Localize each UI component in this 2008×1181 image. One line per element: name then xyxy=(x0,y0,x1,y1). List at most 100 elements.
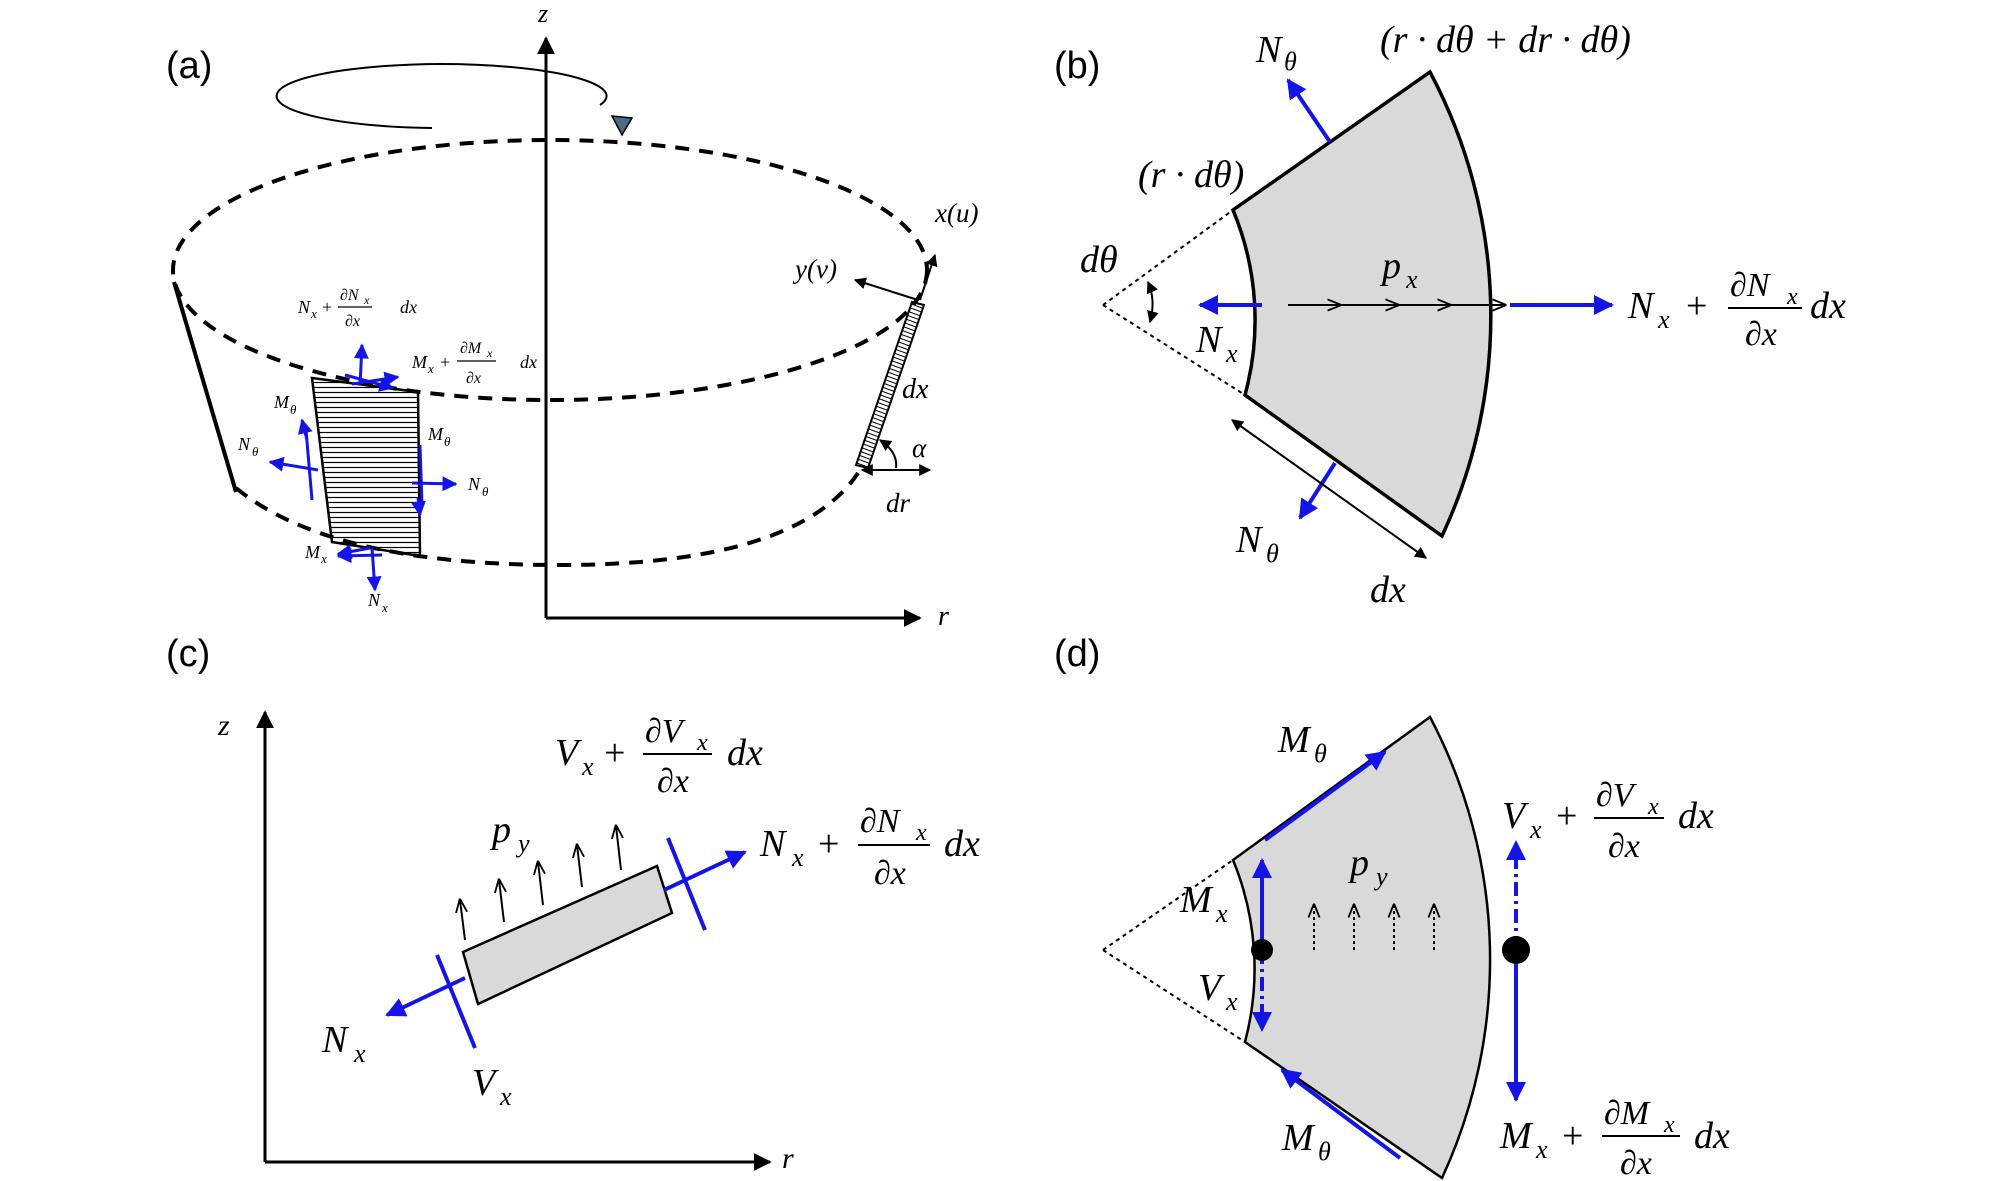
panel-d-outer-node xyxy=(1502,936,1530,964)
svg-text:M: M xyxy=(1281,1117,1316,1159)
panel-a-alpha-label: α xyxy=(912,433,927,463)
svg-text:x: x xyxy=(1225,339,1238,368)
panel-b-dx-label: dx xyxy=(1370,569,1406,611)
svg-text:x: x xyxy=(1786,284,1798,310)
svg-text:p: p xyxy=(489,809,511,851)
panel-d-mtheta-top: M θ xyxy=(1277,719,1327,768)
svg-text:x: x xyxy=(791,843,804,872)
svg-text:x: x xyxy=(1225,987,1238,1016)
panel-b-arc-outer: (r · dθ + dr · dθ) xyxy=(1380,19,1631,61)
svg-text:dx: dx xyxy=(520,352,537,372)
panel-a-z-label: z xyxy=(537,0,548,28)
svg-text:V: V xyxy=(1198,967,1225,1009)
svg-text:p: p xyxy=(1347,842,1369,884)
panel-d-apex-line-top xyxy=(1102,859,1234,951)
svg-text:M: M xyxy=(1179,879,1214,921)
svg-text:x: x xyxy=(1657,305,1670,334)
panel-b-nx-outer-expr: N x + ∂N x ∂x dx xyxy=(1627,267,1846,353)
panel-c-z-label: z xyxy=(217,709,230,742)
panel-a-yv-label: y(v) xyxy=(792,254,837,284)
svg-text:+: + xyxy=(1562,1115,1583,1157)
svg-text:x: x xyxy=(363,293,370,307)
panel-b-dtheta-arc xyxy=(1146,280,1159,324)
svg-text:dx: dx xyxy=(727,732,763,774)
panel-a-label: (a) xyxy=(166,45,212,87)
panel-c-py-label: p y xyxy=(489,809,530,858)
panel-a-mx-top-expr: M x + ∂M x ∂x dx xyxy=(411,340,537,387)
svg-text:dx: dx xyxy=(1810,285,1846,327)
svg-text:x: x xyxy=(1663,1112,1675,1138)
svg-text:M: M xyxy=(411,352,428,372)
svg-text:θ: θ xyxy=(1266,539,1279,568)
svg-text:x: x xyxy=(499,1082,512,1111)
panel-a-dx-label: dx xyxy=(902,374,929,405)
svg-text:V: V xyxy=(472,1062,499,1104)
svg-text:θ: θ xyxy=(482,484,489,499)
svg-text:y: y xyxy=(1373,862,1388,891)
panel-d-mtheta-bottom: M θ xyxy=(1281,1117,1331,1166)
panel-d-inner-node xyxy=(1251,939,1273,961)
svg-text:∂x: ∂x xyxy=(1745,316,1777,353)
svg-text:N: N xyxy=(467,474,481,494)
svg-text:∂V: ∂V xyxy=(1596,777,1638,814)
panel-a-shell-element xyxy=(310,376,422,558)
panel-a-rotation-arrow xyxy=(275,63,608,129)
svg-text:M: M xyxy=(427,424,444,444)
panel-b-apex-line-top xyxy=(1102,209,1234,306)
panel-c-py-arrows xyxy=(460,826,621,941)
panel-a-nx-top-expr: N x + ∂N x ∂x dx xyxy=(297,287,417,330)
svg-text:M: M xyxy=(1499,1115,1534,1157)
panel-b-arc-inner: (r · dθ) xyxy=(1138,154,1244,196)
svg-text:∂x: ∂x xyxy=(1620,1145,1652,1181)
panel-c-force-arrows xyxy=(385,837,747,1049)
panel-d-label: (d) xyxy=(1054,633,1100,675)
panel-d: (d) p y M θ V xyxy=(1054,633,1730,1181)
svg-text:+: + xyxy=(604,732,625,774)
svg-text:θ: θ xyxy=(444,434,451,449)
svg-text:N: N xyxy=(759,823,788,865)
svg-text:∂x: ∂x xyxy=(466,370,481,387)
svg-text:N: N xyxy=(1195,319,1224,361)
panel-a-mtheta-left: M θ xyxy=(273,392,297,417)
svg-text:θ: θ xyxy=(1314,739,1327,768)
svg-text:N: N xyxy=(1255,29,1284,71)
svg-text:y: y xyxy=(515,829,530,858)
svg-text:+: + xyxy=(1686,285,1707,327)
svg-text:x: x xyxy=(915,820,927,846)
panel-c-v-left: V x xyxy=(472,1062,512,1111)
svg-text:∂N: ∂N xyxy=(1730,267,1772,304)
svg-text:x: x xyxy=(1215,899,1228,928)
panel-d-m-right-expr: M x + ∂M x ∂x dx xyxy=(1499,1095,1730,1181)
panel-d-py-label: p y xyxy=(1347,842,1388,891)
svg-text:dx: dx xyxy=(944,823,980,865)
svg-text:dx: dx xyxy=(400,297,417,317)
svg-text:x: x xyxy=(1529,815,1542,844)
svg-text:x: x xyxy=(1535,1135,1548,1164)
panel-c-n-left: N x xyxy=(321,1019,366,1068)
panel-a-force-arrows xyxy=(268,343,458,592)
svg-text:x: x xyxy=(1405,265,1418,294)
panel-c-r-label: r xyxy=(782,1142,794,1175)
panel-b-ntheta-bottom: N θ xyxy=(1235,519,1279,568)
svg-text:+: + xyxy=(818,823,839,865)
svg-text:θ: θ xyxy=(252,444,259,459)
svg-text:x: x xyxy=(581,752,594,781)
panel-a-bottom-ellipse xyxy=(234,468,862,568)
svg-text:x: x xyxy=(381,600,388,615)
panel-a-xu-arrow xyxy=(919,253,938,301)
svg-text:θ: θ xyxy=(290,402,297,417)
panel-d-vx-inner: V x xyxy=(1198,967,1238,1016)
panel-a-rotation-arrowhead xyxy=(610,115,634,137)
panel-a-nx-bottom: N x xyxy=(367,590,388,615)
svg-text:N: N xyxy=(237,434,251,454)
svg-text:x: x xyxy=(1647,794,1659,820)
panel-b-dtheta-label: dθ xyxy=(1080,239,1118,281)
svg-text:V: V xyxy=(1502,795,1529,837)
panel-a-xu-label: x(u) xyxy=(934,198,978,228)
svg-text:∂N: ∂N xyxy=(340,287,360,304)
panel-a-mtheta-right: M θ xyxy=(427,424,451,449)
svg-text:θ: θ xyxy=(1318,1137,1331,1166)
panel-a: (a) z r x(u) y(v) dx α dr xyxy=(166,0,978,632)
panel-a-ntheta-left: N θ xyxy=(237,434,259,459)
